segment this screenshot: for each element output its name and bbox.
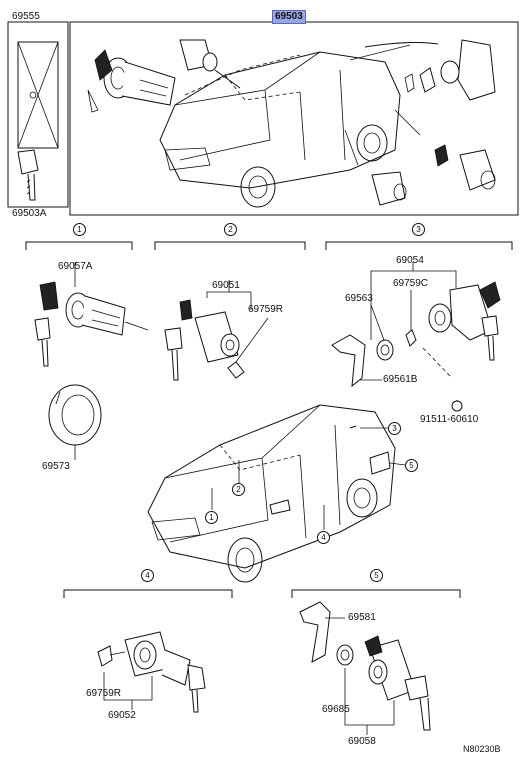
p69051-bracket — [206, 291, 252, 310]
part-label-69759R-trunk: 69759R — [86, 688, 122, 699]
part-label-69561B: 69561B — [383, 374, 418, 385]
part-label-69581: 69581 — [348, 612, 376, 623]
rear-lock-ring-icon — [376, 339, 394, 361]
part-label-69563: 69563 — [345, 293, 373, 304]
top-box-part-number: 69503 — [272, 10, 306, 24]
group-4-bracket — [63, 589, 233, 598]
screw-icon — [451, 400, 463, 412]
hatch-lock-ring-icon — [336, 644, 354, 666]
p69058-bracket — [344, 668, 395, 726]
group-2-marker: 2 — [224, 223, 237, 236]
rear-lock-spring-icon — [405, 329, 417, 347]
group-3-bracket — [325, 241, 513, 250]
group-1-marker: 1 — [73, 223, 86, 236]
part-label-69054: 69054 — [396, 255, 424, 266]
part-label-91511-60610: 91511-60610 — [420, 414, 479, 425]
car-marker-4: 4 — [317, 531, 330, 544]
hatch-lock-retainer-icon — [299, 601, 331, 663]
top-car-illustration — [159, 44, 411, 208]
screw-leader — [422, 347, 453, 379]
car-marker-2: 2 — [232, 483, 245, 496]
key-card-icon — [17, 41, 59, 149]
group-1-bracket — [25, 241, 133, 250]
door-lock-clip-icon — [227, 317, 269, 379]
middle-car-illustration — [147, 404, 396, 583]
leader-lines — [344, 109, 421, 166]
part-label-69555: 69555 — [12, 11, 40, 22]
marker-5-leader — [389, 462, 406, 466]
trunk-lock-cylinder-icon — [97, 631, 206, 713]
diagram-code: N80230B — [463, 744, 501, 754]
part-label-69759C: 69759C — [393, 278, 429, 289]
leader-arrow — [364, 42, 439, 48]
p69563-leader — [370, 304, 385, 341]
door-lock-cylinder-icon — [164, 299, 240, 381]
top-ignition-lock-icon — [87, 49, 176, 113]
top-door-lock-icon — [179, 39, 241, 89]
key-icon — [17, 149, 39, 201]
p69759R_b-bracket — [103, 672, 153, 701]
group-4-marker: 4 — [141, 569, 154, 582]
group-3-marker: 3 — [412, 223, 425, 236]
group-2-bracket — [154, 241, 306, 250]
top-assembly-box — [69, 21, 519, 216]
part-label-69058: 69058 — [348, 736, 376, 747]
group-5-bracket — [291, 589, 461, 598]
part-label-69051: 69051 — [212, 280, 240, 291]
group-5-marker: 5 — [370, 569, 383, 582]
ignition-ring-icon — [48, 384, 102, 446]
car-marker-1: 1 — [205, 511, 218, 524]
car-marker-5: 5 — [405, 459, 418, 472]
rear-lock-body-icon — [428, 281, 501, 361]
part-label-69759R-door: 69759R — [248, 304, 284, 315]
part-label-69503A: 69503A — [12, 208, 47, 219]
left-card-box — [7, 21, 69, 208]
part-label-69057A: 69057A — [58, 261, 93, 272]
ignition-lock-cylinder-icon — [34, 281, 149, 367]
hatch-lock-cylinder-icon — [364, 635, 431, 731]
part-label-69685: 69685 — [322, 704, 350, 715]
rear-lock-retainer-icon — [331, 334, 366, 388]
part-label-69052: 69052 — [108, 710, 136, 721]
car-marker-3: 3 — [388, 422, 401, 435]
top-rear-lock-icon — [404, 39, 496, 191]
part-label-69573: 69573 — [42, 461, 70, 472]
top-trunk-lock-icon — [371, 171, 407, 206]
